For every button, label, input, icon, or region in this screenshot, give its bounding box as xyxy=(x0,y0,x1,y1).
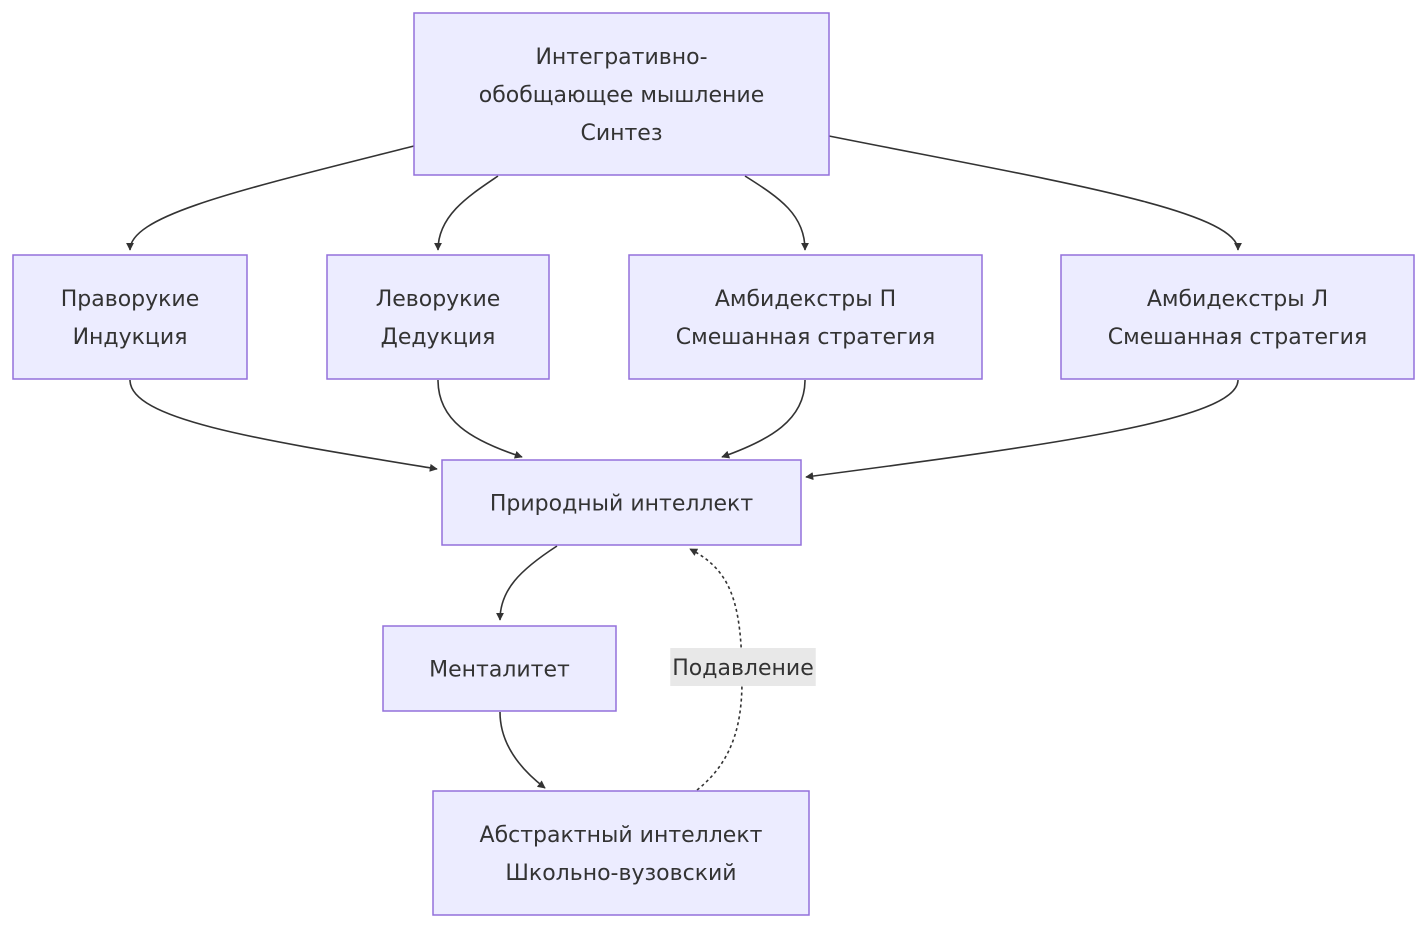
edge-label-background xyxy=(670,648,816,686)
edge-natural-to-mentality xyxy=(496,545,558,621)
node-label-line: Менталитет xyxy=(429,658,570,683)
node-ambi-p: Амбидекстры П Смешанная стратегия xyxy=(628,254,983,380)
node-label-line: Синтез xyxy=(580,121,662,146)
edge-synthesis-to-left_handed xyxy=(434,175,499,251)
edge-mentality-to-abstract xyxy=(499,711,546,789)
node-label-line: Амбидекстры П xyxy=(715,287,896,312)
node-label-line: Индукция xyxy=(73,325,188,350)
edge-ambi_l-to-natural xyxy=(805,379,1239,481)
node-box xyxy=(432,790,810,916)
edge-label: Подавление xyxy=(670,648,816,686)
edges-layer xyxy=(126,135,1242,791)
edge-synthesis-to-ambi_p xyxy=(744,175,809,251)
node-box xyxy=(382,625,617,712)
node-box xyxy=(1060,254,1415,380)
node-label-line: Абстрактный интеллект xyxy=(480,823,763,848)
node-label-line: Амбидекстры Л xyxy=(1147,287,1328,312)
node-label-line: Леворукие xyxy=(376,287,501,312)
node-label-line: Природный интеллект xyxy=(490,492,753,517)
edge-synthesis-to-ambi_l xyxy=(828,135,1242,251)
node-label-line: Праворукие xyxy=(61,287,200,312)
node-label-line: Школьно-вузовский xyxy=(505,861,736,886)
node-box xyxy=(12,254,248,380)
edge-right_handed-to-natural xyxy=(129,379,438,472)
node-box xyxy=(441,459,802,546)
node-mentality: Менталитет xyxy=(382,625,617,712)
edge-ambi_p-to-natural xyxy=(721,379,806,459)
node-ambi-l: Амбидекстры Л Смешанная стратегия xyxy=(1060,254,1415,380)
node-label-line: Смешанная стратегия xyxy=(676,325,935,350)
node-box xyxy=(628,254,983,380)
edge-label-text: Подавление xyxy=(672,656,813,681)
node-label-line: Интегративно- xyxy=(535,45,707,70)
nodes-layer: Интегративно-обобщающее мышлениеСинтезПр… xyxy=(12,12,1415,916)
edge-left_handed-to-natural xyxy=(437,379,523,459)
node-label-line: обобщающее мышление xyxy=(479,83,764,108)
node-box xyxy=(413,12,830,176)
node-label-line: Дедукция xyxy=(381,325,496,350)
node-natural: Природный интеллект xyxy=(441,459,802,546)
edge-abstract-to-natural xyxy=(689,548,743,791)
node-label-line: Смешанная стратегия xyxy=(1108,325,1367,350)
edge-synthesis-to-right_handed xyxy=(126,145,415,251)
edge-labels-layer: Подавление xyxy=(670,648,816,686)
node-box xyxy=(326,254,550,380)
